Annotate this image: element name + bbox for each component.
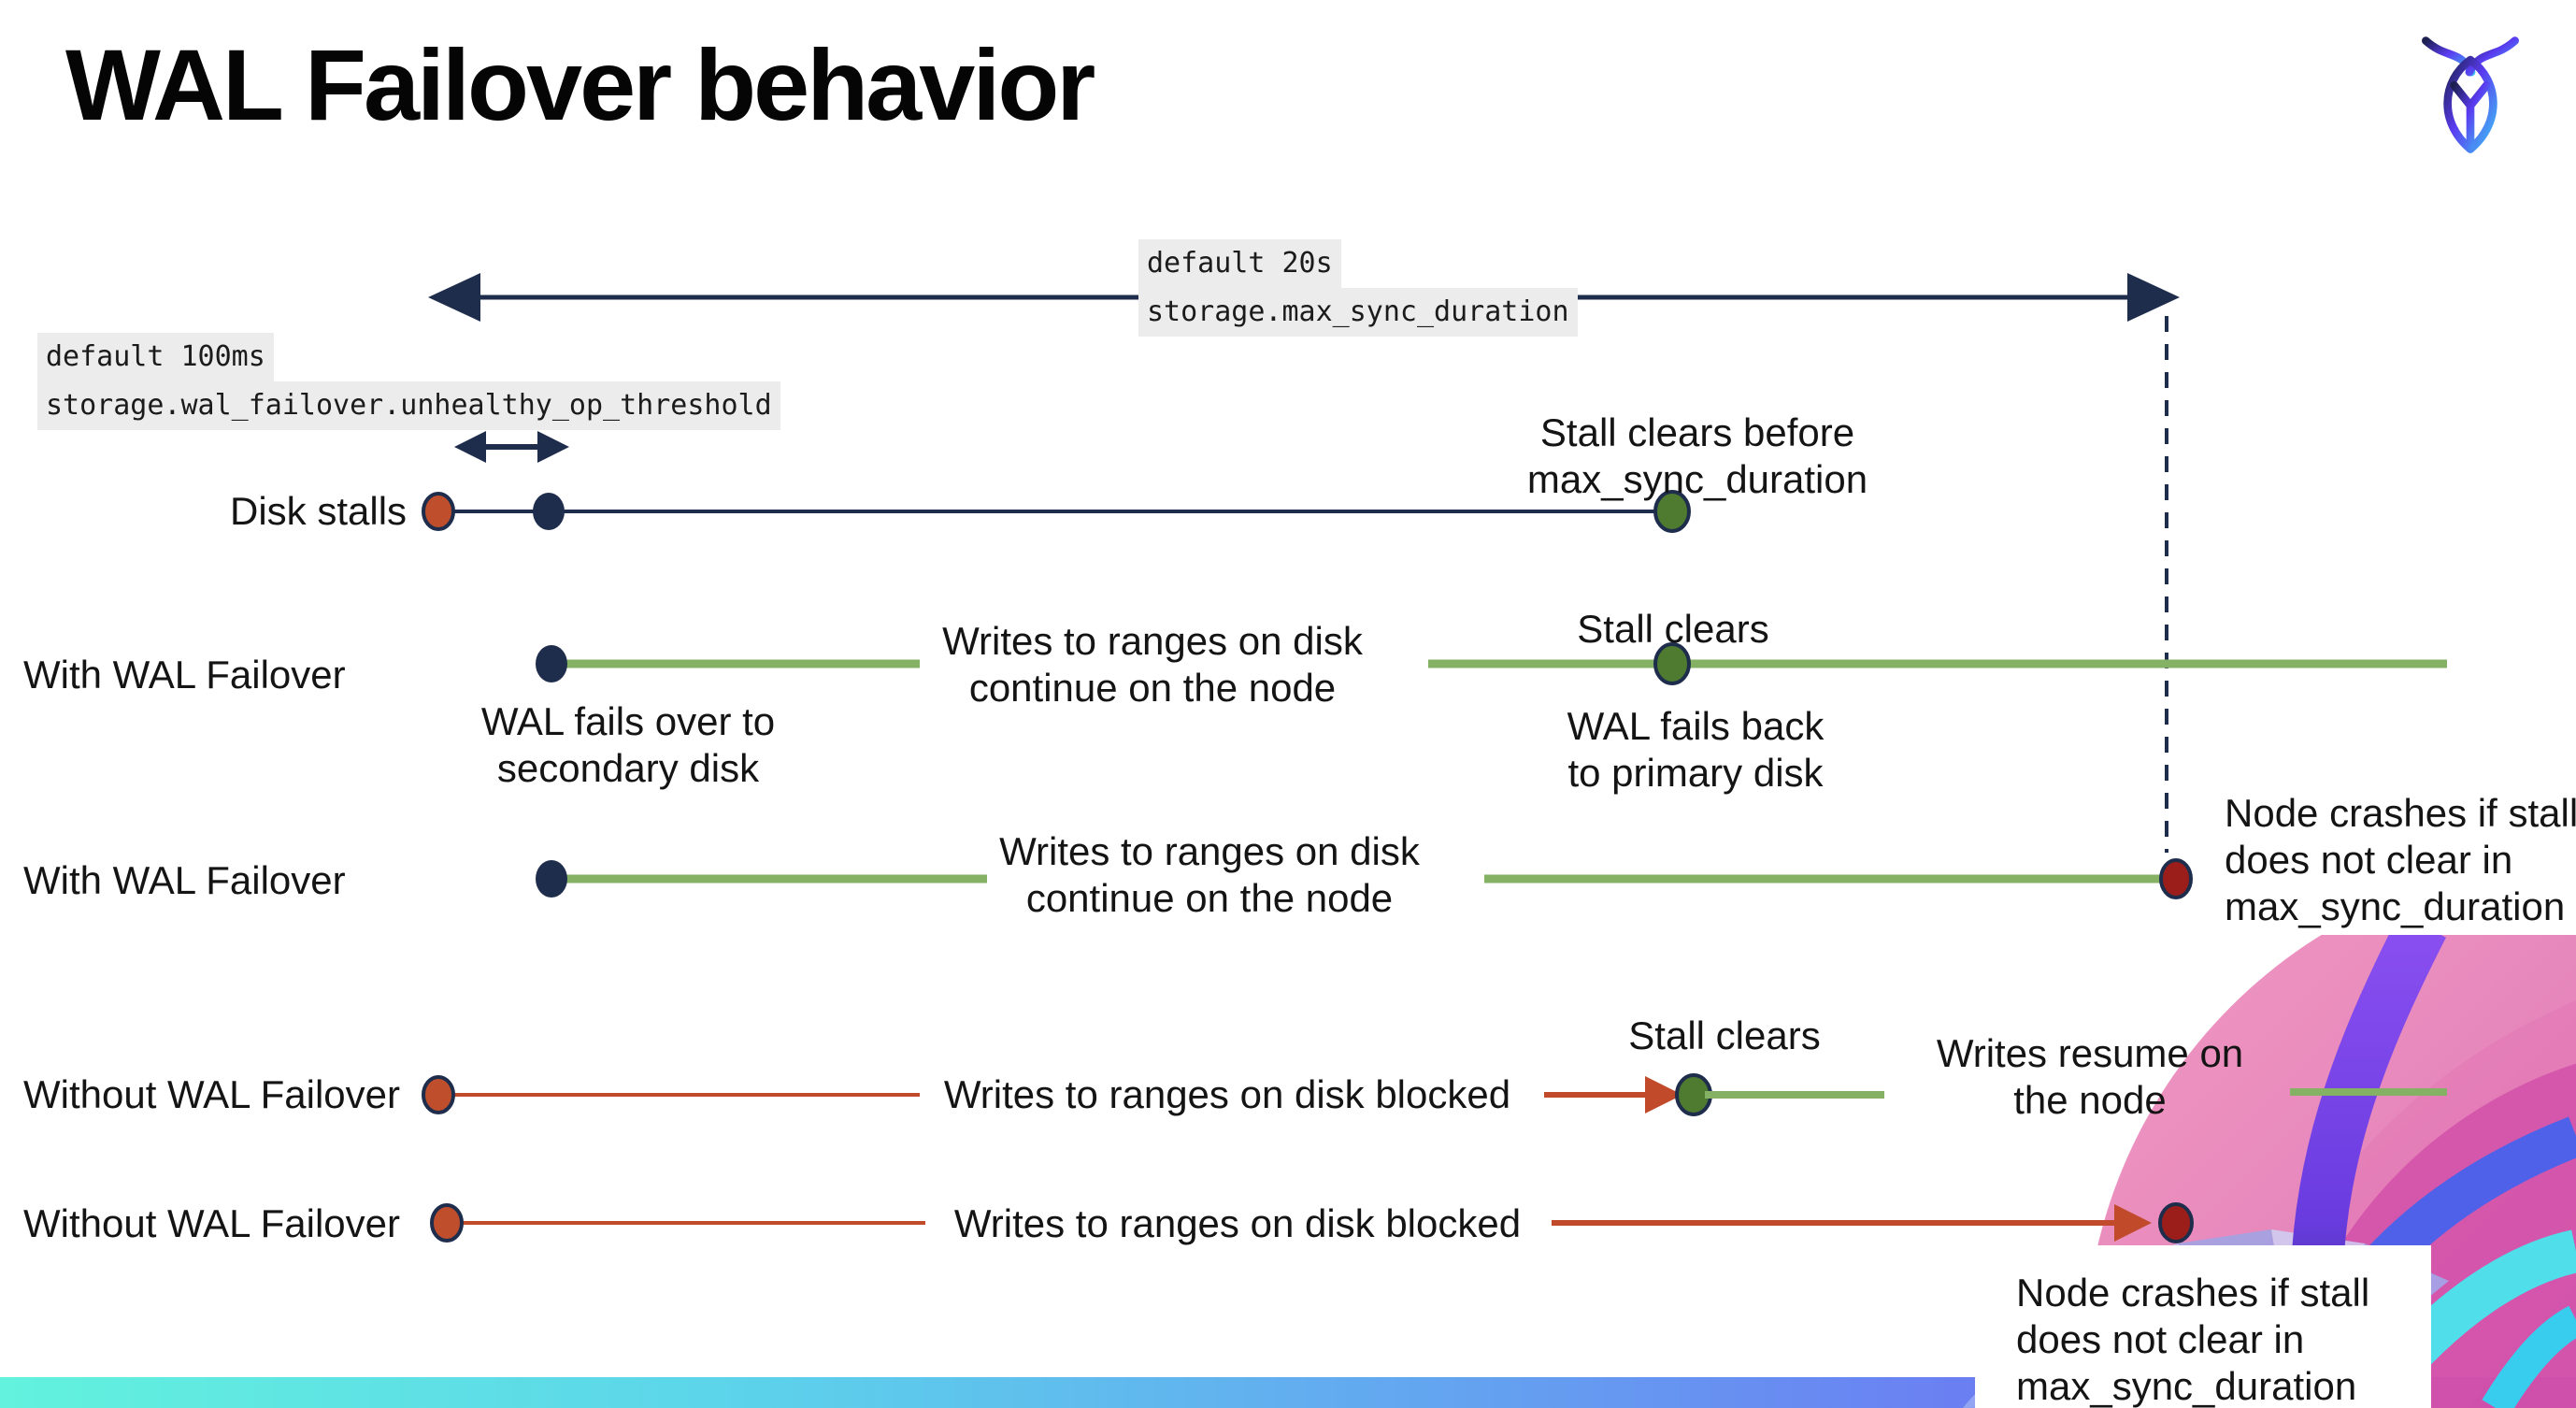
- note-line: WAL fails over to: [480, 699, 776, 743]
- note-line: continue on the node: [1025, 876, 1394, 920]
- node-crash-dot: [2159, 858, 2193, 899]
- crash-note-box: Node crashes if stall does not clear in …: [1975, 1245, 2431, 1408]
- row-label-without-wal-failover: Without WAL Failover: [23, 1072, 400, 1116]
- note-line: continue on the node: [968, 666, 1337, 710]
- max-sync-duration-annotation: default 20s storage.max_sync_duration: [1138, 239, 1578, 337]
- writes-blocked-note: Writes to ranges on disk blocked: [953, 1201, 1522, 1245]
- row-label-with-wal-failover: With WAL Failover: [23, 653, 346, 697]
- note-line: secondary disk: [496, 746, 760, 790]
- setting-default-value: default 20s: [1138, 239, 1341, 288]
- writes-continue-note: Writes to ranges on disk continue on the…: [999, 828, 1420, 922]
- cockroachdb-logo-icon: [2422, 36, 2520, 153]
- note-line: Writes to ranges on disk: [942, 619, 1363, 663]
- unhealthy-op-threshold-annotation: default 100ms storage.wal_failover.unhea…: [37, 333, 780, 430]
- disk-stall-start-dot: [422, 492, 455, 531]
- writes-blocked-note: Writes to ranges on disk blocked: [943, 1072, 1511, 1116]
- arrow-left-head-icon: [428, 273, 480, 322]
- row-label-without-wal-failover: Without WAL Failover: [23, 1201, 400, 1245]
- row-label-disk-stalls: Disk stalls: [230, 489, 408, 533]
- note-line: does not clear in: [2225, 838, 2513, 882]
- note-line: Stall clears before: [1539, 410, 1855, 454]
- disk-stall-start-dot: [430, 1203, 464, 1243]
- note-line: Node crashes if stall: [2225, 791, 2576, 835]
- setting-name: storage.max_sync_duration: [1138, 288, 1578, 337]
- note-line: max_sync_duration: [2225, 884, 2566, 928]
- arrow-right-head-icon: [2127, 273, 2180, 322]
- setting-name: storage.wal_failover.unhealthy_op_thresh…: [37, 381, 780, 430]
- stall-clears-before-note: Stall clears before max_sync_duration: [1527, 409, 1868, 503]
- failover-threshold-dot: [533, 493, 565, 530]
- note-line: Writes to ranges on disk: [999, 829, 1420, 873]
- failover-dot: [536, 860, 567, 898]
- failover-dot: [536, 645, 567, 682]
- row-label-with-wal-failover: With WAL Failover: [23, 858, 346, 902]
- crash-note: Node crashes if stall does not clear in …: [2225, 790, 2576, 930]
- crash-note-line: max_sync_duration: [2016, 1364, 2357, 1408]
- writes-resume-note: Writes resume on the node: [1937, 1030, 2243, 1124]
- stall-clears-note: Stall clears: [1577, 607, 1769, 651]
- note-line: to primary disk: [1567, 751, 1824, 795]
- setting-default-value: default 100ms: [37, 333, 274, 381]
- arrow-right-head-icon: [537, 431, 569, 463]
- note-line: max_sync_duration: [1526, 457, 1868, 501]
- failover-note: WAL fails over to secondary disk: [481, 698, 775, 792]
- crash-note-line: does not clear in: [2016, 1317, 2305, 1361]
- page-title: WAL Failover behavior: [65, 28, 1095, 141]
- note-line: Writes resume on: [1936, 1031, 2244, 1075]
- arrow-left-head-icon: [454, 431, 486, 463]
- disk-stall-start-dot: [422, 1075, 455, 1114]
- arrow-right-head-icon: [1645, 1076, 1682, 1113]
- crash-note-line: Node crashes if stall: [2016, 1271, 2370, 1315]
- stall-clears-dot: [1675, 1073, 1712, 1116]
- note-line: the node: [2013, 1078, 2167, 1122]
- failback-note: WAL fails back to primary disk: [1567, 703, 1825, 797]
- stall-clears-note: Stall clears: [1628, 1013, 1821, 1057]
- note-line: WAL fails back: [1567, 704, 1825, 748]
- writes-continue-note: Writes to ranges on disk continue on the…: [942, 618, 1363, 711]
- art-cyan-arc: [2482, 1305, 2576, 1408]
